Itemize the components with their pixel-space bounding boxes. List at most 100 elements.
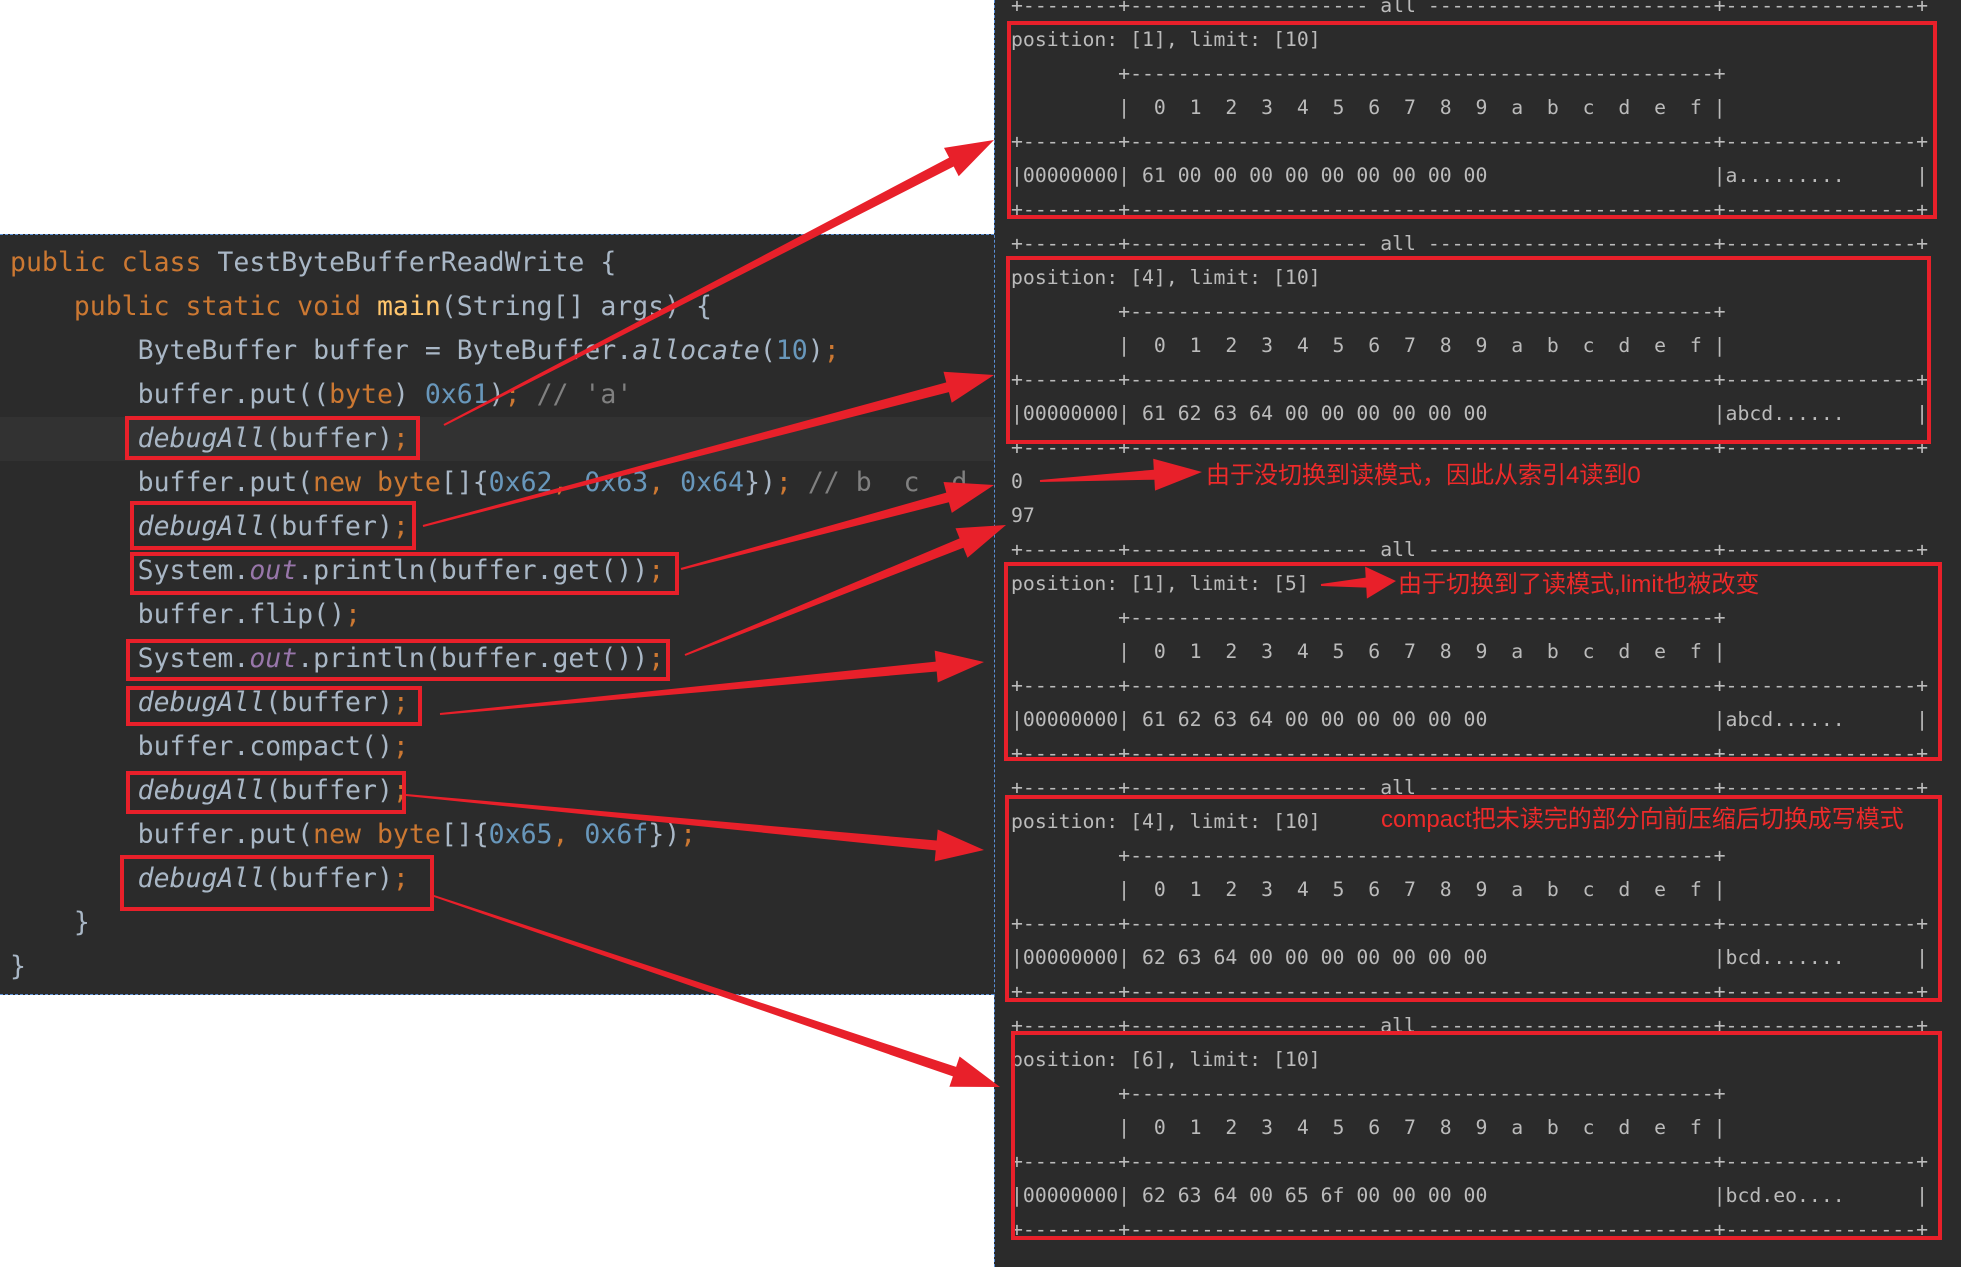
code-token: )	[392, 379, 425, 410]
code-token	[10, 423, 138, 454]
console-line: position: [4], limit: [10]	[1011, 810, 1321, 833]
console-line: +--------+------------------------------…	[1011, 130, 1929, 153]
code-token: ;	[392, 687, 409, 718]
code-line[interactable]: buffer.put(new byte[]{0x65, 0x6f});	[10, 813, 967, 857]
highlight-box-output-3	[1004, 562, 1942, 761]
code-token: (String[] args) {	[440, 291, 713, 322]
annotation-flip-limit: 由于切换到了读模式,limit也被改变	[1398, 571, 1760, 598]
console-line: | 0 1 2 3 4 5 6 7 8 9 a b c d e f |	[1011, 334, 1726, 357]
code-token: 0x65	[488, 819, 553, 850]
console-line: +--------+------------------------------…	[1011, 1218, 1929, 1241]
code-token: ;	[345, 599, 362, 630]
code-line[interactable]: public class TestByteBufferReadWrite {	[10, 241, 967, 285]
code-token: .println(buffer.get())	[297, 555, 649, 586]
code-line[interactable]: debugAll(buffer);	[10, 681, 967, 725]
console-line: +--------+------------------------------…	[1011, 980, 1929, 1003]
highlight-box-debug-3	[126, 686, 422, 726]
code-token: }	[10, 907, 90, 938]
console-line: | 0 1 2 3 4 5 6 7 8 9 a b c d e f |	[1011, 640, 1726, 663]
code-token: allocate	[632, 335, 760, 366]
code-line[interactable]: buffer.compact();	[10, 725, 967, 769]
code-token: 0x64	[680, 467, 744, 498]
console-line: +---------------------------------------…	[1011, 844, 1726, 867]
code-token: out	[249, 555, 298, 586]
console-line: |00000000| 61 62 63 64 00 00 00 00 00 00…	[1011, 402, 1929, 425]
code-token: ;	[775, 467, 792, 498]
code-token: byte	[329, 379, 393, 410]
highlight-box-get-1	[130, 552, 679, 595]
code-token: buffer.put((	[10, 379, 330, 410]
console-line: +---------------------------------------…	[1011, 300, 1726, 323]
code-token: ;	[392, 863, 409, 894]
code-token	[10, 863, 138, 894]
code-token: ,	[552, 819, 585, 850]
highlight-box-debug-2	[130, 501, 416, 550]
console-line: position: [4], limit: [10]	[1011, 266, 1321, 289]
highlight-box-get-2	[126, 639, 670, 681]
code-token: (	[759, 335, 776, 366]
code-token: System.	[10, 643, 250, 674]
code-token	[10, 687, 138, 718]
highlight-box-output-2	[1006, 256, 1931, 444]
console-line: position: [6], limit: [10]	[1011, 1048, 1321, 1071]
code-lines: public class TestByteBufferReadWrite { p…	[10, 241, 967, 989]
code-line[interactable]: public static void main(String[] args) {	[10, 285, 967, 329]
code-line[interactable]: buffer.flip();	[10, 593, 967, 637]
console-lines: +--------+-------------------- all -----…	[1011, 0, 1928, 1247]
console-line: +--------+-------------------- all -----…	[1011, 232, 1929, 255]
code-token: main	[376, 291, 441, 322]
code-line[interactable]: debugAll(buffer);	[10, 505, 967, 549]
code-token: })	[648, 819, 681, 850]
code-token: debugAll	[137, 863, 266, 894]
console-line: +--------+-------------------- all -----…	[1011, 776, 1929, 799]
code-token: // b c d	[791, 467, 968, 498]
code-token: ;	[680, 819, 697, 850]
code-line[interactable]: System.out.println(buffer.get());	[10, 549, 967, 593]
code-token: 0x63	[584, 467, 649, 498]
code-line[interactable]: debugAll(buffer);	[10, 769, 967, 813]
code-token: (buffer)	[265, 775, 393, 806]
code-token: []{	[440, 819, 489, 850]
highlight-box-output-4	[1005, 795, 1942, 1002]
console-line: +---------------------------------------…	[1011, 62, 1726, 85]
highlight-box-debug-4	[126, 771, 406, 814]
highlight-box-output-1	[1007, 21, 1937, 219]
highlight-box-output-5	[1011, 1031, 1942, 1240]
code-token: debugAll	[137, 511, 266, 542]
code-token: buffer.put(	[10, 819, 314, 850]
code-token: debugAll	[137, 775, 266, 806]
code-token	[10, 775, 138, 806]
code-token: ,	[552, 467, 585, 498]
code-token: 10	[775, 335, 808, 366]
console-line: +---------------------------------------…	[1011, 1082, 1726, 1105]
code-token: out	[249, 643, 298, 674]
code-token: debugAll	[137, 687, 266, 718]
code-token: ;	[504, 379, 521, 410]
code-line[interactable]: debugAll(buffer);	[10, 417, 967, 461]
annotation-no-flip: 由于没切换到读模式，因此从索引4读到0	[1206, 462, 1641, 489]
console-line: +--------+-------------------- all -----…	[1011, 538, 1929, 561]
annotation-compact: compact把未读完的部分向前压缩后切换成写模式	[1381, 806, 1904, 833]
console-line: 97	[1011, 504, 1035, 527]
code-line[interactable]: }	[10, 901, 967, 945]
code-line[interactable]: buffer.put((byte) 0x61); // 'a'	[10, 373, 967, 417]
code-token: ByteBuffer buffer = ByteBuffer.	[10, 335, 633, 366]
code-token: (buffer)	[265, 423, 393, 454]
code-token: System.	[10, 555, 250, 586]
code-token: ;	[823, 335, 840, 366]
code-token: })	[743, 467, 776, 498]
code-token: []{	[440, 467, 489, 498]
code-token: 0x62	[488, 467, 553, 498]
console-line: | 0 1 2 3 4 5 6 7 8 9 a b c d e f |	[1011, 96, 1726, 119]
code-line[interactable]: debugAll(buffer);	[10, 857, 967, 901]
console-output[interactable]: +--------+-------------------- all -----…	[994, 0, 1961, 1267]
code-line[interactable]: ByteBuffer buffer = ByteBuffer.allocate(…	[10, 329, 967, 373]
code-token: ,	[648, 467, 681, 498]
code-token: ;	[392, 731, 409, 762]
code-line[interactable]: }	[10, 945, 967, 989]
console-line: |00000000| 62 63 64 00 65 6f 00 00 00 00…	[1011, 1184, 1929, 1207]
code-line[interactable]: buffer.put(new byte[]{0x62, 0x63, 0x64})…	[10, 461, 968, 505]
code-token	[10, 511, 138, 542]
code-token: buffer.flip()	[10, 599, 346, 630]
code-token: 0x6f	[584, 819, 649, 850]
